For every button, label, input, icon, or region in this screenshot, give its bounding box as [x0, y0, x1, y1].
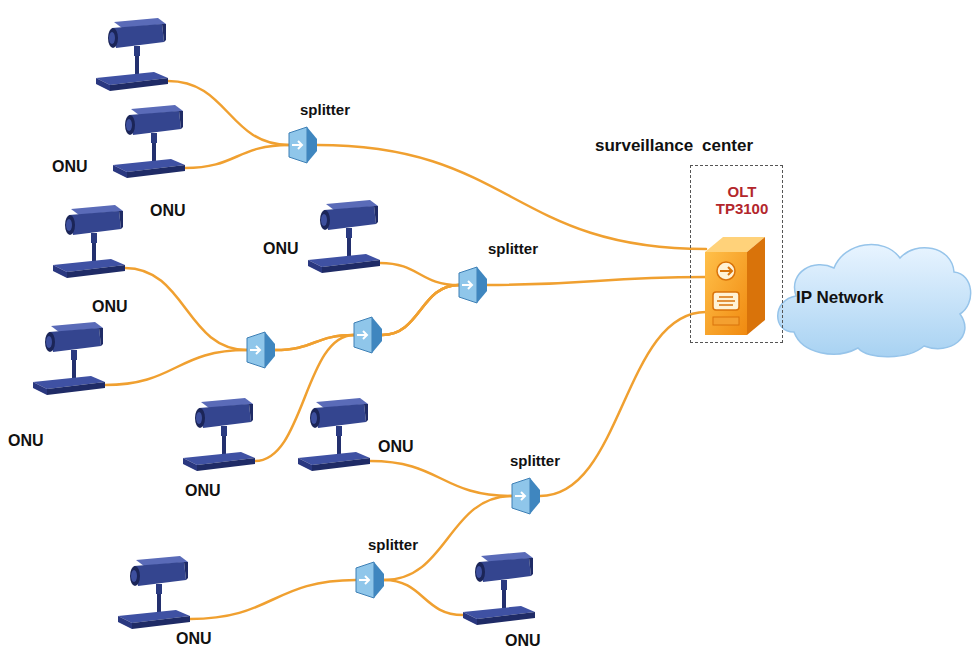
fiber-link [317, 145, 706, 249]
onu-label: ONU [92, 298, 128, 316]
onu-camera-node-icon [110, 556, 190, 631]
fiber-link [380, 263, 459, 285]
onu-camera-node-icon-shape [308, 200, 380, 273]
onu-camera-node-icon-shape [463, 552, 535, 625]
onu-camera-node-icon [300, 200, 380, 275]
cloud-shape [778, 245, 971, 357]
fiber-link [487, 277, 706, 285]
onu-camera-node: ONU [175, 398, 255, 500]
splitter-node-icon-shape [459, 267, 487, 303]
onu-label: ONU [505, 632, 541, 650]
onu-camera-node: ONU [45, 205, 128, 316]
onu-label: ONU [150, 202, 186, 220]
splitter-node-icon-shape [512, 478, 540, 514]
splitter-node: splitter [508, 452, 560, 516]
olt-icon [705, 237, 765, 335]
splitter-node-icon [508, 476, 542, 516]
olt-device: OLT TP3100 [700, 175, 782, 337]
splitter-node-icon-shape [289, 127, 317, 163]
cloud-label: IP Network [796, 288, 884, 308]
onu-camera-node-icon-shape [183, 398, 255, 471]
center-heading: surveillance center [595, 136, 753, 156]
fiber-link [384, 580, 463, 615]
splitter-label: splitter [368, 536, 418, 553]
surveillance-center-box: surveillance centerOLT TP3100 [595, 136, 785, 343]
onu-label: ONU [52, 158, 88, 176]
onu-camera-node-icon [45, 205, 125, 280]
onu-camera-node-icon [175, 398, 255, 473]
onu-camera-node-icon [88, 18, 168, 93]
fiber-link [370, 461, 512, 496]
onu-camera-node-icon [25, 322, 105, 397]
splitter-label: splitter [300, 101, 350, 118]
onu-camera-node-icon [290, 398, 370, 473]
fiber-link [190, 580, 356, 619]
onu-camera-node: ONU [52, 18, 168, 176]
fiber-link [255, 285, 459, 461]
onu-camera-node-icon-shape [113, 105, 185, 178]
splitter-node-icon [352, 560, 386, 600]
onu-camera-node-icon-shape [118, 556, 190, 629]
onu-camera-node-icon-shape [298, 398, 370, 471]
fiber-link [125, 268, 459, 350]
splitter-icon [247, 332, 275, 368]
fiber-link [540, 312, 706, 496]
onu-camera-node-icon [105, 105, 185, 180]
onu-camera-node-icon-shape [53, 205, 125, 278]
onu-label: ONU [185, 482, 221, 500]
olt-icon-shape [705, 237, 765, 335]
onu-label: ONU [8, 432, 44, 450]
fiber-link [168, 81, 289, 145]
onu-camera-node: ONU [105, 105, 186, 220]
onu-label: ONU [263, 240, 299, 258]
splitter-icon [354, 317, 382, 353]
onu-camera-node-icon-shape [33, 322, 105, 395]
onu-label: ONU [378, 438, 414, 456]
splitter-label: splitter [510, 452, 560, 469]
splitter-label: splitter [488, 240, 538, 257]
splitter-node-icon [285, 125, 319, 165]
onu-camera-node: ONU [455, 552, 541, 650]
splitter-node: splitter [352, 536, 418, 600]
splitter-node-icon [455, 265, 489, 305]
onu-camera-node: ONU [263, 200, 380, 275]
onu-camera-node-icon-shape [96, 18, 168, 91]
onu-camera-node-icon [455, 552, 535, 627]
fiber-link [185, 145, 289, 168]
onu-camera-node: ONU [8, 322, 105, 450]
splitter-node: splitter [455, 240, 538, 305]
fiber-link [105, 285, 459, 385]
onu-camera-node: ONU [110, 556, 212, 648]
olt-label: OLT TP3100 [704, 183, 780, 218]
splitter-node: splitter [285, 101, 350, 165]
ip-network-cloud: IP Network [772, 232, 975, 362]
splitter-node-icon-shape [356, 562, 384, 598]
onu-label: ONU [176, 630, 212, 648]
onu-camera-node: ONU [290, 398, 414, 473]
